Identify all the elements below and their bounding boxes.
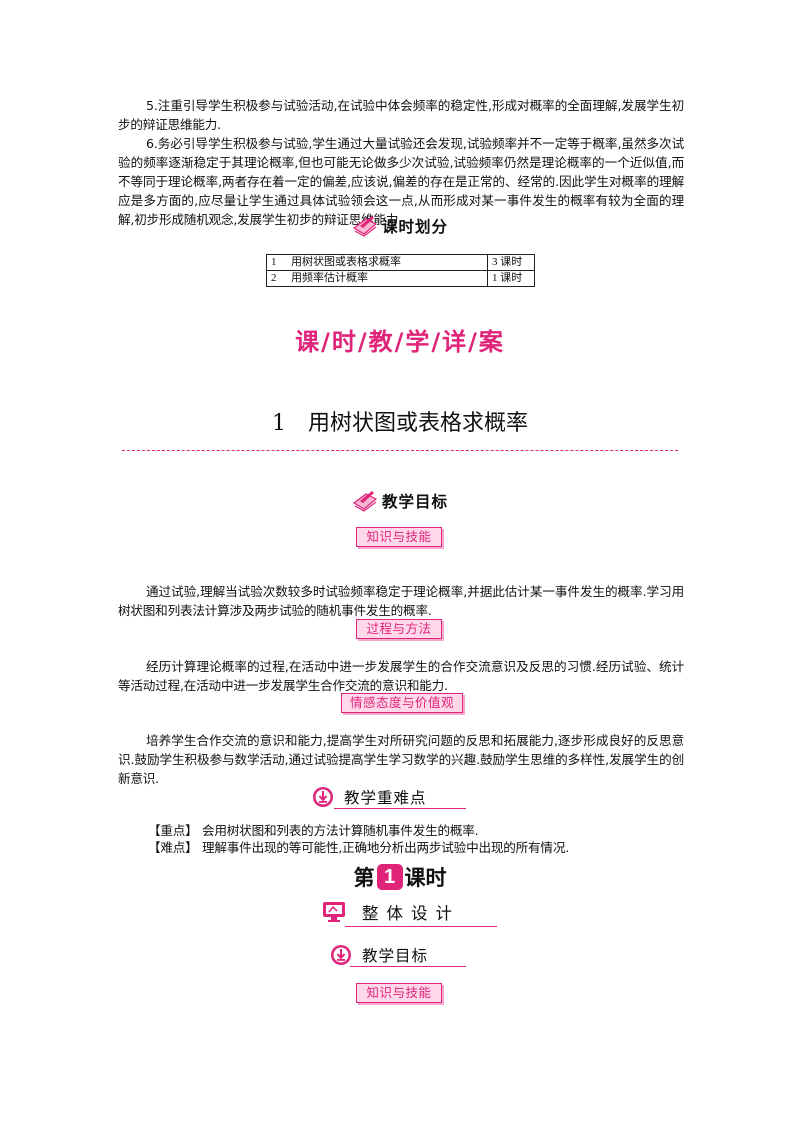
heading-underline [350, 966, 466, 967]
lesson-title: 1 用树状图或表格求概率 [0, 405, 800, 437]
goals2-heading-block: 教学目标 [330, 944, 428, 966]
row-number: 2 [266, 270, 287, 287]
difficulty-row: 【难点】理解事件出现的等可能性,正确地分析出两步试验中出现的所有情况. [148, 840, 569, 856]
schedule-heading: 课时划分 [381, 218, 448, 236]
lesson-name: 用树状图或表格求概率 [307, 411, 528, 436]
row-topic: 用频率估计概率 [287, 270, 488, 287]
focus-text: 会用树状图和列表的方法计算随机事件发生的概率. [202, 823, 479, 838]
row-topic: 用树状图或表格求概率 [287, 254, 488, 271]
attitude-text: 培养学生合作交流的意识和能力,提高学生对所研究问题的反思和拓展能力,逐步形成良好… [118, 733, 684, 786]
schedule-table: 1 用树状图或表格求概率 3 课时 2 用频率估计概率 1 课时 [266, 254, 535, 287]
tag-attitude-values: 情感态度与价值观 [341, 693, 463, 713]
tag-knowledge-skills: 知识与技能 [356, 527, 442, 547]
difficulty-text: 理解事件出现的等可能性,正确地分析出两步试验中出现的所有情况. [202, 840, 570, 855]
goals-heading-block: 教学目标 [0, 489, 800, 517]
goals-heading: 教学目标 [381, 493, 448, 511]
goals2-heading: 教学目标 [362, 947, 429, 965]
row-hours: 3 课时 [487, 254, 535, 271]
period-prefix: 第 [353, 866, 375, 890]
difficulty-label: 【难点】 [148, 840, 198, 855]
banner-title: 课/时/教/学/详/案 [295, 328, 505, 356]
schedule-heading-block: 课时划分 [0, 214, 800, 242]
row-hours: 1 课时 [487, 270, 535, 287]
knowledge-text: 通过试验,理解当试验次数较多时试验频率稳定于理论概率,并据此估计某一事件发生的概… [118, 584, 684, 618]
tag-process-method: 过程与方法 [356, 619, 442, 639]
paragraph-5: 5.注重引导学生积极参与试验活动,在试验中体会频率的稳定性,形成对概率的全面理解… [118, 98, 684, 132]
pen-book-icon [352, 491, 378, 512]
process-text: 经历计算理论概率的过程,在活动中进一步发展学生的合作交流意识及反思的习惯.经历试… [118, 659, 684, 693]
down-arrow-icon [331, 945, 351, 965]
period-number-badge: 1 [376, 864, 403, 890]
lesson-number: 1 [271, 411, 286, 436]
tag-knowledge-skills-2: 知识与技能 [356, 983, 442, 1003]
design-heading: 整体设计 [362, 904, 460, 923]
focus-row: 【重点】会用树状图和列表的方法计算随机事件发生的概率. [148, 823, 479, 839]
monitor-icon [323, 902, 345, 922]
down-arrow-icon [313, 787, 333, 807]
paragraph-6: 6.务必引导学生积极参与试验,学生通过大量试验还会发现,试验频率并不一定等于概率… [118, 136, 684, 227]
focus-label: 【重点】 [148, 823, 198, 838]
table-row: 1 用树状图或表格求概率 3 课时 [266, 254, 535, 271]
dashed-divider [122, 450, 678, 451]
period-suffix: 课时 [404, 866, 447, 890]
row-number: 1 [266, 254, 287, 271]
table-row: 2 用频率估计概率 1 课时 [266, 270, 535, 287]
heading-underline [334, 808, 466, 809]
design-heading-block: 整体设计 [322, 900, 460, 924]
key-points-heading: 教学重难点 [344, 789, 427, 807]
pen-book-icon [352, 216, 378, 237]
key-points-heading-block: 教学重难点 [312, 786, 427, 808]
heading-underline [345, 926, 497, 927]
